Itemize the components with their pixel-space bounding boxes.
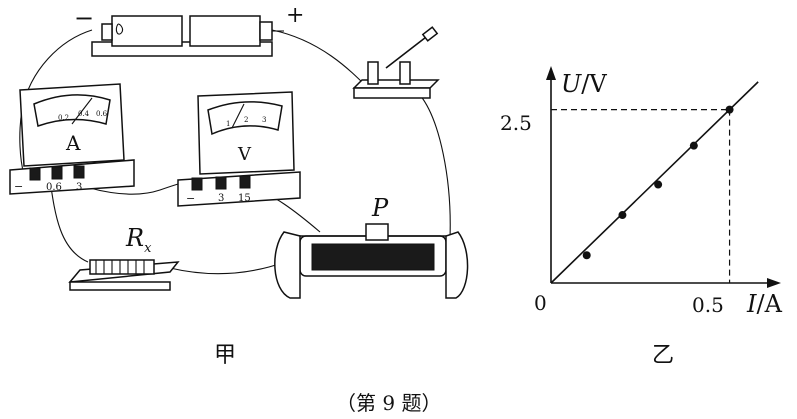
rheostat: P xyxy=(274,194,469,299)
voltmeter-symbol: V xyxy=(237,144,252,165)
y-tick-label: 2.5 xyxy=(500,111,532,135)
resistor-rx: Rx xyxy=(68,224,180,291)
y-axis-label: U/V xyxy=(561,70,607,98)
ammeter-scale-2: 0.4 xyxy=(78,110,90,118)
guide-lines xyxy=(551,109,731,283)
fit-line xyxy=(550,81,759,284)
battery-plus-sign: + xyxy=(286,3,304,28)
data-point-1 xyxy=(582,251,591,260)
ammeter-terminal-neg: − xyxy=(14,180,23,193)
voltmeter-scale-3: 3 xyxy=(262,116,266,124)
battery-minus-sign: − xyxy=(74,4,94,32)
data-point-4 xyxy=(689,141,698,150)
origin-label: 0 xyxy=(534,291,547,315)
ammeter-terminal-0-6: 0.6 xyxy=(46,182,62,193)
voltmeter: V 1 2 3 − 3 15 xyxy=(177,91,301,207)
data-point-3 xyxy=(654,180,663,189)
ammeter-symbol: A xyxy=(65,131,81,155)
ammeter-terminal-3: 3 xyxy=(76,182,82,193)
question-label: （第 9 题） xyxy=(336,391,441,415)
ammeter-scale-1: 0.2 xyxy=(58,114,69,122)
x-axis-label: I/A xyxy=(746,290,783,318)
voltmeter-terminal-neg: − xyxy=(186,192,195,205)
resistor-label: Rx xyxy=(125,224,152,256)
figure-a-caption: 甲 xyxy=(214,343,236,368)
battery: − + xyxy=(74,3,304,57)
x-axis-arrow xyxy=(767,278,781,288)
ui-graph: 0 2.5 0.5 U/V I/A 乙 xyxy=(500,66,783,368)
voltmeter-terminal-3: 3 xyxy=(218,193,224,204)
y-axis-arrow xyxy=(546,66,556,80)
data-point-5 xyxy=(725,105,734,114)
figure-b-caption: 乙 xyxy=(652,343,674,368)
data-points xyxy=(582,105,734,260)
ammeter: A 0.2 0.4 0.6 − 0.6 3 xyxy=(9,83,135,195)
switch xyxy=(352,26,440,99)
x-tick-label: 0.5 xyxy=(692,293,724,317)
fit-line-group xyxy=(550,81,759,284)
ammeter-scale-3: 0.6 xyxy=(96,110,108,118)
voltmeter-scale-1: 1 xyxy=(226,120,230,128)
slider-label: P xyxy=(371,194,389,222)
data-point-2 xyxy=(618,211,627,220)
voltmeter-scale-2: 2 xyxy=(244,116,248,124)
circuit-diagram: − + A 0.2 0.4 0.6 − 0.6 3 xyxy=(9,3,469,368)
voltmeter-terminal-15: 15 xyxy=(238,193,251,204)
